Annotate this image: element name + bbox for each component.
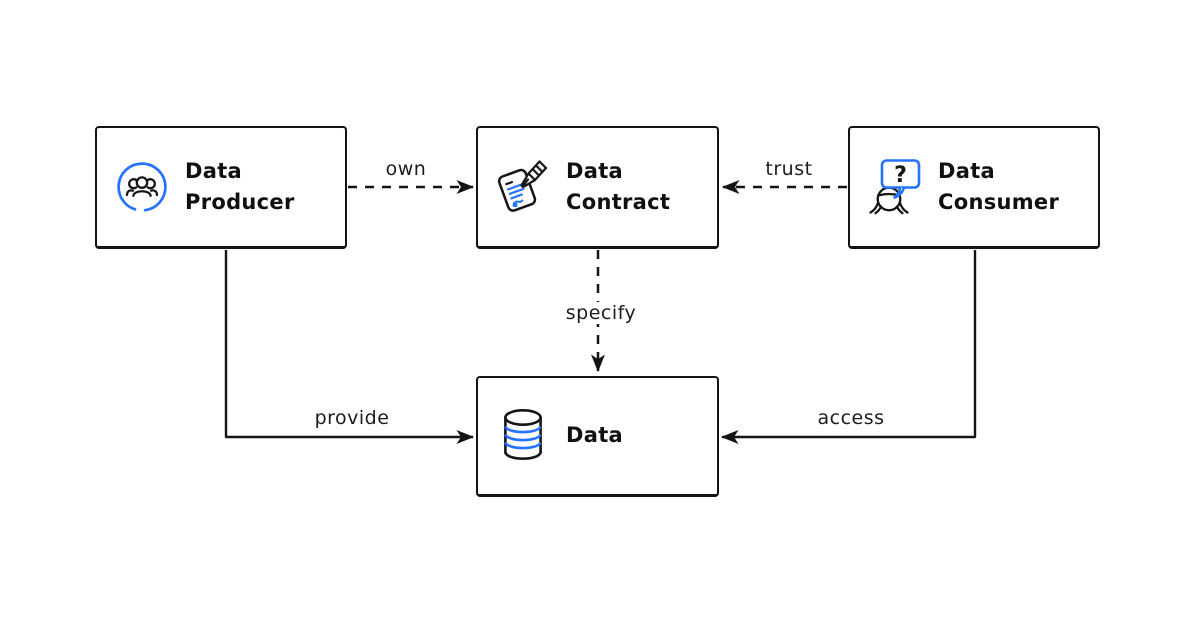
contract-signing-icon xyxy=(490,157,556,217)
users-icon xyxy=(109,161,175,213)
database-icon xyxy=(490,407,556,465)
node-data-label: Data xyxy=(566,423,624,448)
question-mark-glyph: ? xyxy=(894,163,907,188)
edge-label-access: access xyxy=(812,407,890,429)
node-data-producer-label: Data Producer xyxy=(185,158,295,215)
edge-provide-line xyxy=(224,250,474,444)
edge-access-line xyxy=(721,250,977,444)
node-data-producer: Data Producer xyxy=(95,126,347,249)
edge-label-provide: provide xyxy=(309,407,395,429)
node-data-contract: Data Contract xyxy=(476,126,719,249)
node-data-consumer: ? Data Consumer xyxy=(848,126,1100,249)
person-question-icon: ? xyxy=(862,158,928,216)
node-data: Data xyxy=(476,376,719,497)
node-data-consumer-label: Data Consumer xyxy=(938,158,1060,215)
edge-label-trust: trust xyxy=(760,158,818,180)
node-data-contract-label: Data Contract xyxy=(566,158,671,215)
edge-label-specify: specify xyxy=(560,302,642,324)
edge-label-own: own xyxy=(380,158,432,180)
